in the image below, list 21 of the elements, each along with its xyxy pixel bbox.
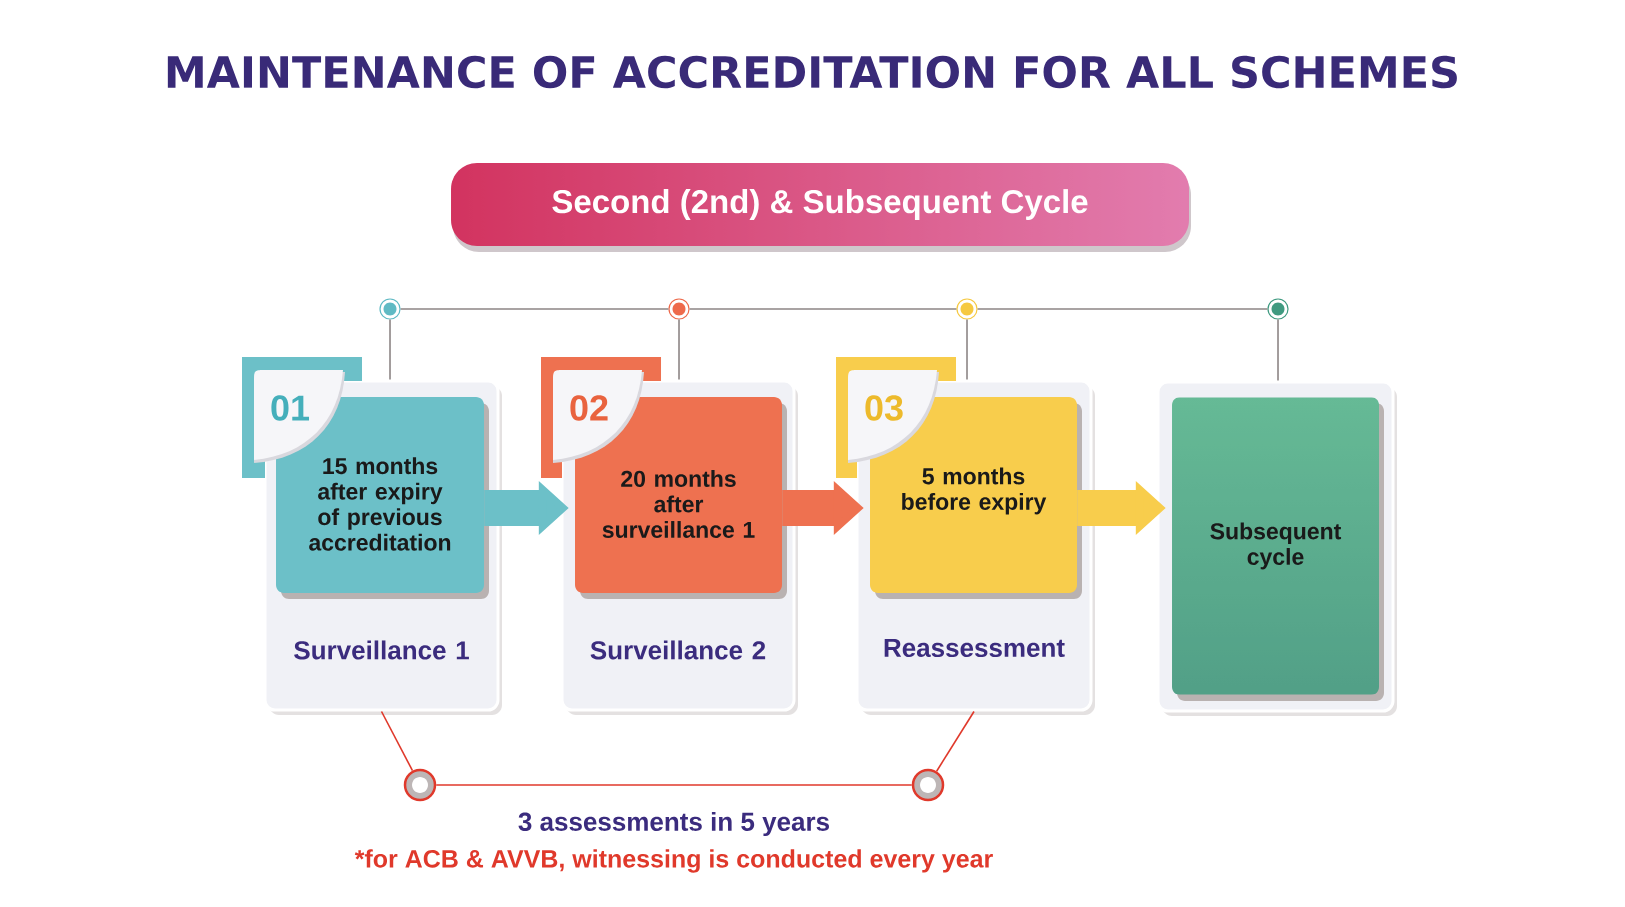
timeline-dot [1267, 298, 1289, 320]
timeline-dot [956, 298, 978, 320]
timeline-dot [379, 298, 401, 320]
footnote-text: *for ACB & AVVB, witnessing is conducted every year [354, 849, 993, 873]
ring-marker [911, 768, 945, 802]
timeline-dot [668, 298, 690, 320]
connector-line [380, 710, 414, 772]
ring-marker [403, 768, 437, 802]
connector-line [976, 308, 1269, 310]
connector-line [935, 710, 975, 772]
summary-text: 3 assessments in 5 years [518, 811, 829, 837]
banner: Second (2nd) & Subsequent Cycle [451, 163, 1191, 252]
connector-line [399, 308, 670, 310]
connector-line [966, 318, 968, 381]
connector-line [678, 318, 680, 381]
connector-line [688, 308, 958, 310]
title: MAINTENANCE OF ACCREDITATION FOR ALL SCHEMES [167, 55, 1457, 89]
connector-line [1277, 318, 1279, 382]
connector-line [435, 784, 913, 786]
connector-line [389, 318, 391, 381]
step-box: Subsequent cycle [1172, 397, 1384, 701]
